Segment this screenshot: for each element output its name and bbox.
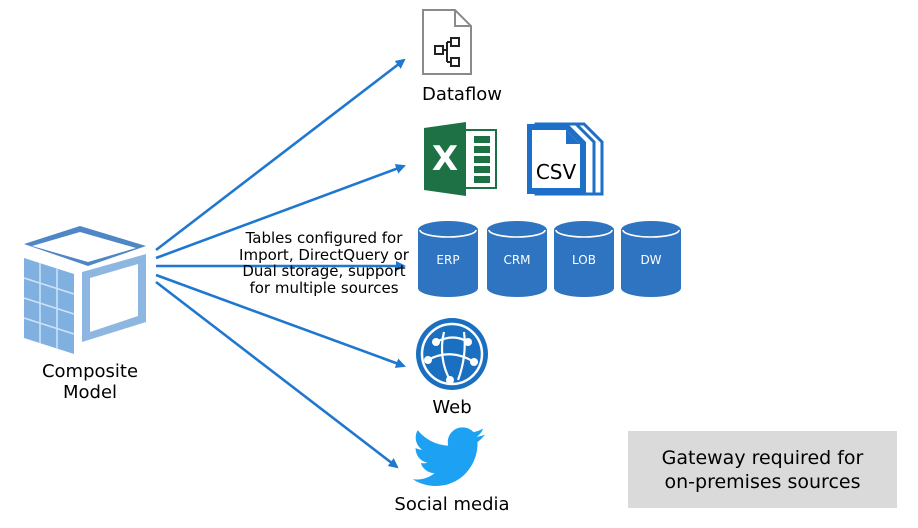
gateway-line1: Gateway required for: [661, 446, 864, 469]
arrow-to-dataflow: [155, 58, 406, 252]
arrow-to-social: [155, 280, 399, 469]
database-erp-icon: ERP: [418, 221, 478, 297]
web-label: Web: [432, 397, 472, 418]
arrow-to-excel: [155, 164, 406, 260]
database-dw-icon: DW: [621, 221, 681, 297]
gateway-line2: on-premises sources: [664, 470, 861, 493]
social-media-label: Social media: [394, 494, 510, 515]
excel-letter: X: [431, 139, 459, 179]
composite-label-line1: Composite: [41, 361, 139, 382]
excel-icon: X: [424, 122, 498, 196]
arrow-to-web: [155, 273, 406, 368]
web-icon: [416, 318, 488, 390]
composite-model-icon: [23, 226, 146, 354]
csv-icon: CSV: [524, 120, 608, 196]
social-media-icon: [412, 427, 485, 486]
note-line1: Tables configured for: [245, 229, 403, 247]
storage-note: Tables configured for Import, DirectQuer…: [236, 230, 412, 296]
database-crm-label: CRM: [503, 253, 531, 267]
note-line2: Import, DirectQuery or: [239, 245, 409, 264]
dataflow-label: Dataflow: [421, 84, 503, 105]
database-dw-label: DW: [640, 253, 662, 267]
composite-model-label: Composite Model: [28, 361, 152, 403]
note-line4: for multiple sources: [249, 278, 399, 297]
database-crm-icon: CRM: [487, 221, 547, 297]
database-erp-label: ERP: [436, 253, 460, 267]
csv-label: CSV: [535, 160, 577, 184]
composite-label-line2: Model: [62, 382, 118, 403]
note-line3: Dual storage, support: [242, 262, 406, 280]
dataflow-icon: [422, 9, 472, 75]
database-lob-label: LOB: [572, 253, 596, 267]
gateway-note: Gateway required for on-premises sources: [628, 431, 897, 508]
database-lob-icon: LOB: [554, 221, 614, 297]
